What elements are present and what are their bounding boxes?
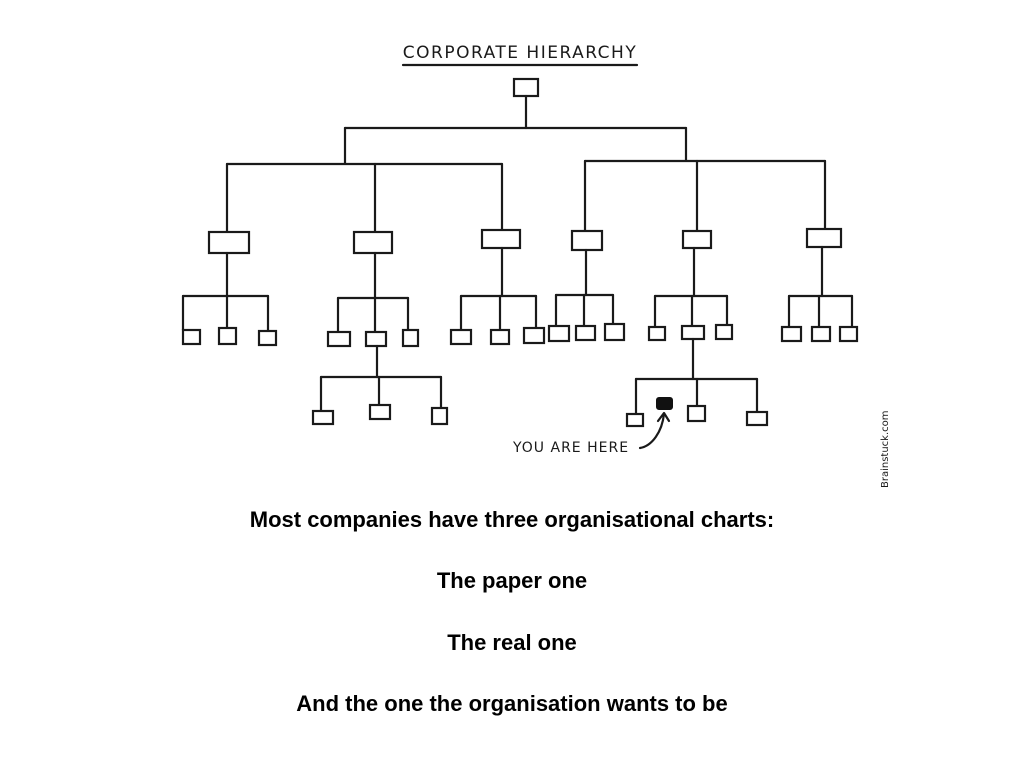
g5-staff-box-a [647,325,667,342]
you-are-here-box [656,397,673,410]
g4-staff-box-c [603,322,626,342]
you-are-here-label: YOU ARE HERE [512,440,629,456]
caption-line-2: The paper one [436,568,588,593]
caption-line-3: The real one [447,630,577,655]
root-box [512,77,540,98]
g1-staff-box-c [257,329,278,347]
g4-staff-box-b [574,324,597,342]
g5-sub-box-d [745,410,769,427]
g2-sub-box-a [311,409,335,426]
g2-staff-box-a [326,330,352,348]
g1-staff-box-a [181,328,202,346]
g5-sub-box-a [625,412,645,428]
manager-box-5 [681,229,713,250]
g3-staff-box-a [449,328,473,346]
manager-box-2 [352,230,394,255]
g5-staff-box-b [680,324,706,341]
manager-box-3 [480,228,522,250]
g2-staff-box-c [401,328,420,348]
caption-line-4: And the one the organisation wants to be [296,691,728,716]
g5-staff-box-c [714,323,734,341]
caption-line-1: Most companies have three organisational… [249,507,775,532]
manager-box-6 [805,227,843,249]
g2-sub-box-b [368,403,392,421]
g6-staff-box-c [838,325,859,343]
g6-staff-box-b [810,325,832,343]
you-are-here-arrow [638,412,666,450]
manager-box-1 [207,230,251,255]
manager-box-4 [570,229,604,252]
credit-text: Brainstuck.com [880,410,891,488]
g3-staff-box-c [522,326,546,345]
you-are-here-arrowhead [656,411,671,423]
diagram-title: CORPORATE HIERARCHY [403,43,637,63]
org-chart-diagram: CORPORATE HIERARCHY [181,43,891,488]
g5-sub-box-c [686,404,707,423]
g2-sub-box-c [430,406,449,426]
g2-staff-box-b [364,330,388,348]
g3-staff-box-b [489,328,511,346]
g6-staff-box-a [780,325,803,343]
g1-staff-box-b [217,326,238,346]
g4-staff-box-a [547,324,571,343]
